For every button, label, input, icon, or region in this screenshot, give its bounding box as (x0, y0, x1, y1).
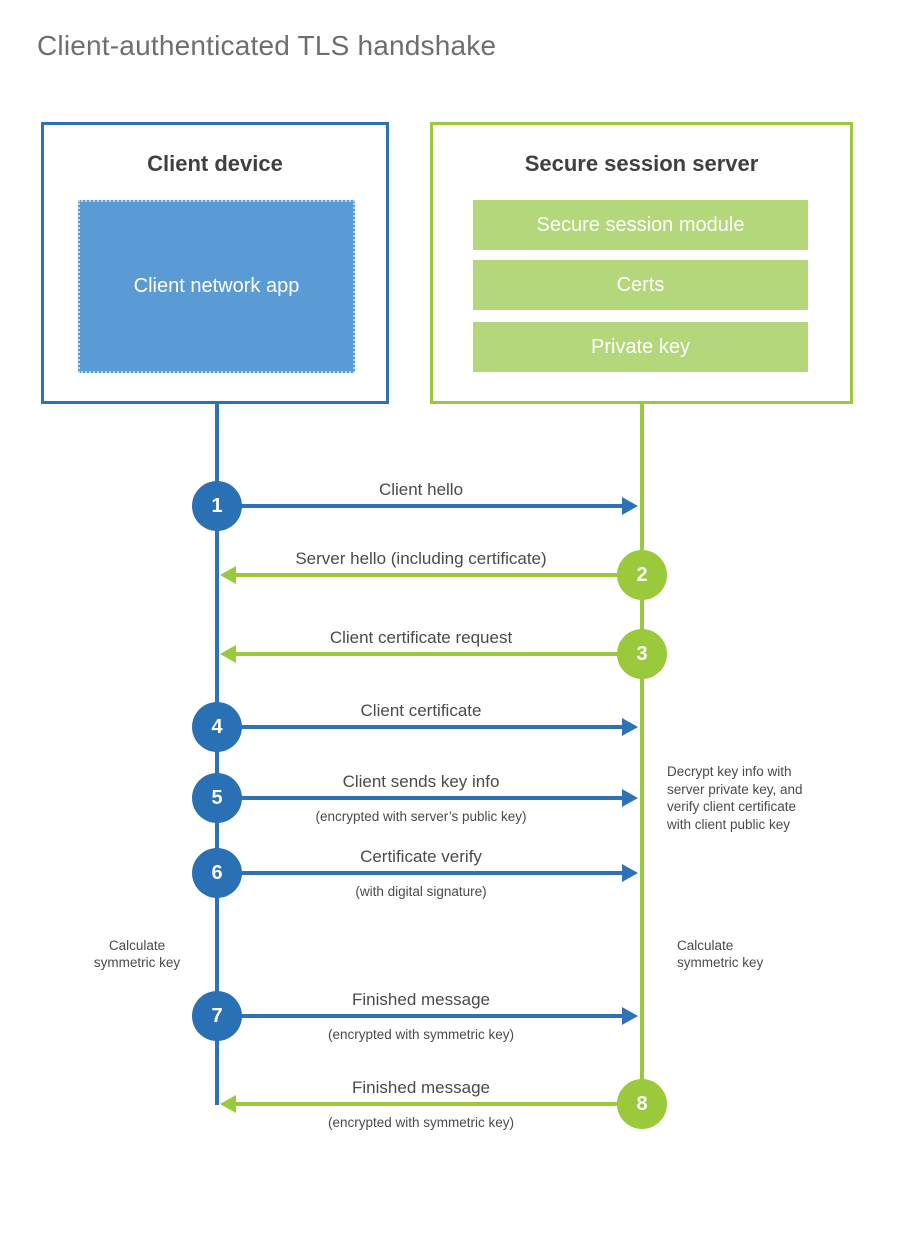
step-8-arrow-left-icon (220, 1095, 640, 1113)
server-decrypt-note-line: server private key, and (667, 781, 803, 797)
calc-symmetric-key-server: Calculate symmetric key (677, 938, 764, 970)
step-7-arrow-right-icon (218, 1007, 638, 1025)
secure-session-server-heading: Secure session server (524, 151, 759, 176)
step-8-label: Finished message (352, 1078, 490, 1097)
server-decrypt-note-line: verify client certificate (667, 799, 797, 815)
step-7-sublabel: (encrypted with symmetric key) (327, 1027, 515, 1042)
step-6-circle: 6 (192, 848, 242, 898)
page-title: Client-authenticated TLS handshake (37, 30, 497, 61)
client-device-box: Client device Client network app (41, 122, 389, 404)
step-1-label: Client hello (378, 480, 464, 499)
step-6-label: Certificate verify (360, 847, 482, 866)
step-5-label: Client sends key info (342, 772, 500, 791)
step-1-arrow-right-icon (218, 497, 638, 515)
secure-session-server-box: Secure session server Secure session mod… (430, 122, 853, 404)
step-1-circle: 1 (192, 481, 242, 531)
step-2-label: Server hello (including certificate) (295, 549, 547, 568)
step-3-arrow-left-icon (220, 645, 640, 663)
client-lifeline (215, 404, 219, 1105)
server-decrypt-note: Decrypt key info with server private key… (667, 763, 847, 833)
step-7-circle: 7 (192, 991, 242, 1041)
step-2-circle: 2 (617, 550, 667, 600)
server-lifeline (640, 404, 644, 1106)
step-5-sublabel: (encrypted with server’s public key) (315, 809, 527, 824)
calc-symmetric-key-client: Calculate symmetric key (93, 938, 181, 970)
client-network-app-box: Client network app (78, 200, 355, 373)
step-8-circle: 8 (617, 1079, 667, 1129)
client-network-app-label: Client network app (133, 275, 300, 297)
step-3-label: Client certificate request (329, 628, 513, 647)
step-4-arrow-right-icon (218, 718, 638, 736)
server-certs-bar: Certs (473, 260, 808, 310)
step-4-label: Client certificate (360, 701, 482, 720)
step-8-sublabel: (encrypted with symmetric key) (327, 1115, 515, 1130)
step-7-label: Finished message (352, 990, 490, 1009)
step-3-circle: 3 (617, 629, 667, 679)
step-2-arrow-left-icon (220, 566, 640, 584)
step-5-arrow-right-icon (218, 789, 638, 807)
step-5-circle: 5 (192, 773, 242, 823)
step-6-sublabel: (with digital signature) (355, 884, 487, 899)
server-secure-session-module-bar: Secure session module (473, 200, 808, 250)
step-4-circle: 4 (192, 702, 242, 752)
server-private-key-bar: Private key (473, 322, 808, 372)
server-decrypt-note-line: with client public key (667, 816, 791, 832)
client-device-heading: Client device (147, 151, 283, 176)
server-decrypt-note-line: Decrypt key info with (667, 764, 792, 779)
step-6-arrow-right-icon (218, 864, 638, 882)
